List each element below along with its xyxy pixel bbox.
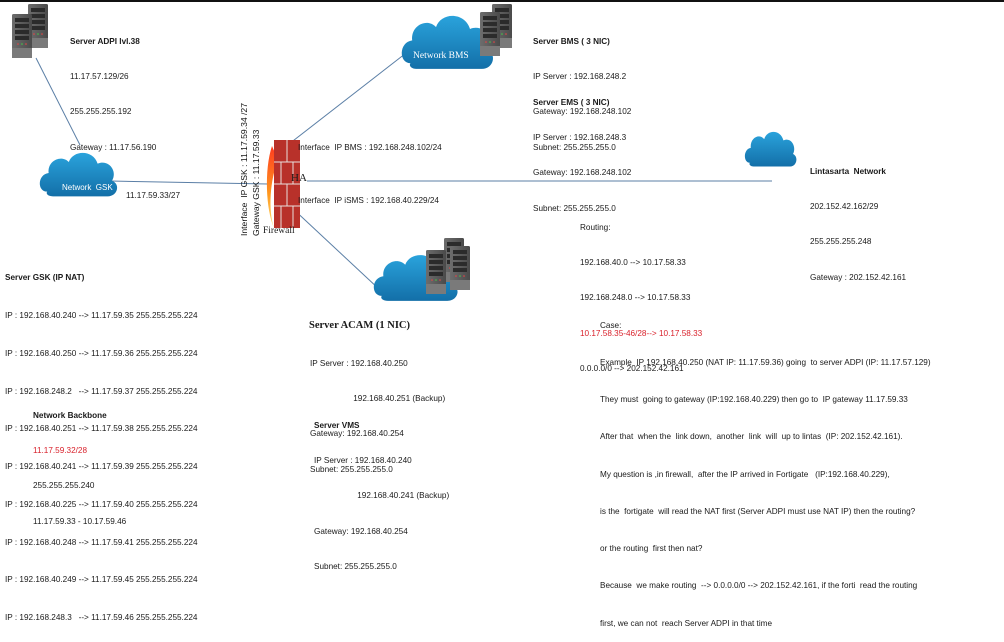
nat-row: IP : 192.168.248.3 --> 11.17.59.46 255.2…	[5, 613, 198, 623]
server-gsk-nat-title: Server GSK (IP NAT)	[5, 273, 85, 283]
network-backbone-title: Network Backbone	[33, 410, 107, 420]
case-line: or the routing first then nat?	[600, 544, 703, 554]
interface-bms-label: Interface IP BMS : 192.168.248.102/24	[298, 143, 442, 152]
server-vms-gateway: Gateway: 192.168.40.254	[314, 526, 408, 536]
server-vms-info: Server VMS IP Server : 192.168.40.240 19…	[314, 396, 449, 585]
nat-row: IP : 192.168.248.2 --> 11.17.59.37 255.2…	[5, 386, 198, 396]
case-line: Example IP 192.168.40.250 (NAT IP: 11.17…	[600, 358, 931, 368]
server-adpi-icon	[12, 4, 48, 58]
nat-row: IP : 192.168.40.249 --> 11.17.59.45 255.…	[5, 575, 198, 585]
case-line: My question is ,in firewall, after the I…	[600, 469, 890, 479]
firewall-icon	[266, 140, 300, 228]
server-ems-title: Server EMS ( 3 NIC)	[533, 97, 610, 107]
lintasarta-cloud-icon	[744, 131, 797, 167]
case-line: They must going to gateway (IP:192.168.4…	[600, 395, 908, 405]
lintasarta-gateway: Gateway : 202.152.42.161	[810, 272, 907, 282]
network-backbone-subnet: 11.17.59.32/28	[33, 445, 88, 455]
server-vms-title: Server VMS	[314, 420, 360, 430]
network-backbone-range: 11.17.59.33 - 10.17.59.46	[33, 516, 127, 526]
nat-row: IP : 192.168.40.250 --> 11.17.59.36 255.…	[5, 348, 198, 358]
server-bms-icon	[480, 4, 512, 56]
routing-table: Routing: 192.168.40.0 --> 10.17.58.33 19…	[580, 198, 702, 387]
server-acam-ip: IP Server : 192.168.40.250	[310, 358, 408, 368]
case-line: is the fortigate will read the NAT first…	[600, 506, 916, 516]
server-adpi-info: Server ADPI lvl.38 11.17.57.129/26 255.2…	[70, 12, 156, 165]
server-bms-subnet: Subnet: 255.255.255.0	[533, 142, 616, 152]
server-vms-ip: IP Server : 192.168.40.240	[314, 455, 412, 465]
firewall-interface-gsk-label: Interface IP GSK : 11.17.59.34 /27	[239, 103, 249, 236]
network-backbone-mask: 255.255.255.240	[33, 481, 95, 491]
server-ems-info: Server EMS ( 3 NIC) IP Server : 192.168.…	[533, 73, 631, 226]
lintasarta-mask: 255.255.255.248	[810, 237, 872, 247]
server-vms-ip-backup: 192.168.40.241 (Backup)	[314, 491, 450, 501]
lintasarta-title: Lintasarta Network	[810, 166, 886, 176]
top-border	[0, 0, 1004, 2]
diagram-canvas	[12, 4, 797, 301]
server-adpi-ip: 11.17.57.129/26	[70, 71, 129, 81]
route-row: 192.168.248.0 --> 10.17.58.33	[580, 293, 691, 303]
server-adpi-mask: 255.255.255.192	[70, 107, 132, 117]
nat-row: IP : 192.168.40.251 --> 11.17.59.38 255.…	[5, 424, 198, 434]
server-bms-info: Server BMS ( 3 NIC) IP Server : 192.168.…	[533, 12, 631, 165]
server-vms-subnet: Subnet: 255.255.255.0	[314, 562, 397, 572]
server-acam-gateway: Gateway: 192.168.40.254	[310, 429, 404, 439]
case-title: Case:	[600, 320, 622, 330]
route-row: 0.0.0.0/0 --> 202.152.42.161	[580, 364, 684, 374]
server-ems-ip: IP Server : 192.168.248.3	[533, 132, 627, 142]
network-gsk-label: Network GSK	[62, 183, 113, 192]
firewall-label: Firewall	[263, 226, 295, 236]
server-ems-subnet: Subnet: 255.255.255.0	[533, 203, 616, 213]
link-adpi-gsk	[35, 57, 81, 146]
server-adpi-title: Server ADPI lvl.38	[70, 36, 140, 46]
server-acam-title: Server ACAM (1 NIC)	[309, 320, 410, 331]
link-firewall-acam	[289, 205, 381, 291]
lintasarta-ip: 202.152.42.162/29	[810, 201, 879, 211]
server-bms-gateway: Gateway: 192.168.248.102	[533, 107, 632, 117]
link-firewall-bms	[288, 49, 411, 145]
server-adpi-gateway: Gateway : 11.17.56.190	[70, 142, 157, 152]
nat-row: IP : 192.168.40.240 --> 11.17.59.35 255.…	[5, 310, 198, 320]
lintasarta-info: Lintasarta Network 202.152.42.162/29 255…	[810, 142, 906, 295]
server-bms-ip: IP Server : 192.168.248.2	[533, 71, 627, 81]
server-acam-ip-backup: 192.168.40.251 (Backup)	[310, 393, 446, 403]
route-row: 192.168.40.0 --> 10.17.58.33	[580, 257, 686, 267]
routing-title: Routing:	[580, 222, 611, 232]
ha-label: HA	[291, 172, 307, 184]
server-ems-gateway: Gateway: 192.168.248.102	[533, 168, 632, 178]
interface-isms-label: Interface IP iSMS : 192.168.40.229/24	[298, 196, 439, 205]
route-row-highlighted: 10.17.58.35-46/28--> 10.17.58.33	[580, 328, 703, 338]
case-line: Because we make routing --> 0.0.0.0/0 --…	[600, 581, 918, 591]
network-gsk-link-label: 11.17.59.33/27	[126, 191, 181, 200]
network-backbone-info: Network Backbone 11.17.59.32/28 255.255.…	[33, 386, 126, 539]
network-bms-label: Network BMS	[413, 51, 469, 61]
case-line: first, we can not reach Server ADPI in t…	[600, 618, 773, 628]
case-description: Case: Example IP 192.168.40.250 (NAT IP:…	[600, 295, 931, 642]
link-gsk-firewall	[109, 180, 269, 185]
server-bms-title: Server BMS ( 3 NIC)	[533, 36, 610, 46]
firewall-gateway-gsk-label: Gateway GSK : 11.17.59.33	[251, 129, 261, 236]
case-line: After that when the link down, another l…	[600, 432, 903, 442]
